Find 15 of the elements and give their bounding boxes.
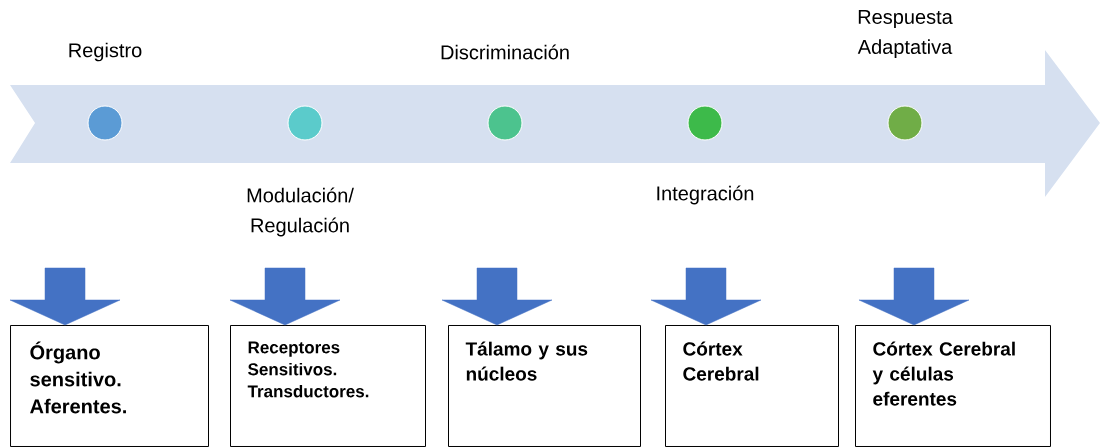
block-arrow (9, 267, 121, 326)
block-arrow (441, 267, 553, 326)
stage-label: Modulación/ Regulación (247, 187, 354, 237)
stage-box: Órgano sensitivo. Aferentes. (10, 325, 209, 447)
stage-label: Integración (657, 185, 754, 205)
block-arrow (229, 267, 341, 326)
stage-label: Discriminación (441, 44, 569, 60)
stage-box: Receptores Sensitivos. Transductores. (230, 325, 426, 447)
block-arrow (858, 267, 970, 326)
stage-box: Córtex Cerebral (665, 325, 839, 447)
stage-label: Respuesta Adaptativa (857, 10, 953, 58)
stage-label: Registro (69, 42, 142, 62)
stage-box: Córtex Cerebral y células eferentes (855, 325, 1051, 447)
stage-box: Tálamo y sus núcleos (448, 325, 641, 447)
block-arrow (650, 267, 762, 326)
